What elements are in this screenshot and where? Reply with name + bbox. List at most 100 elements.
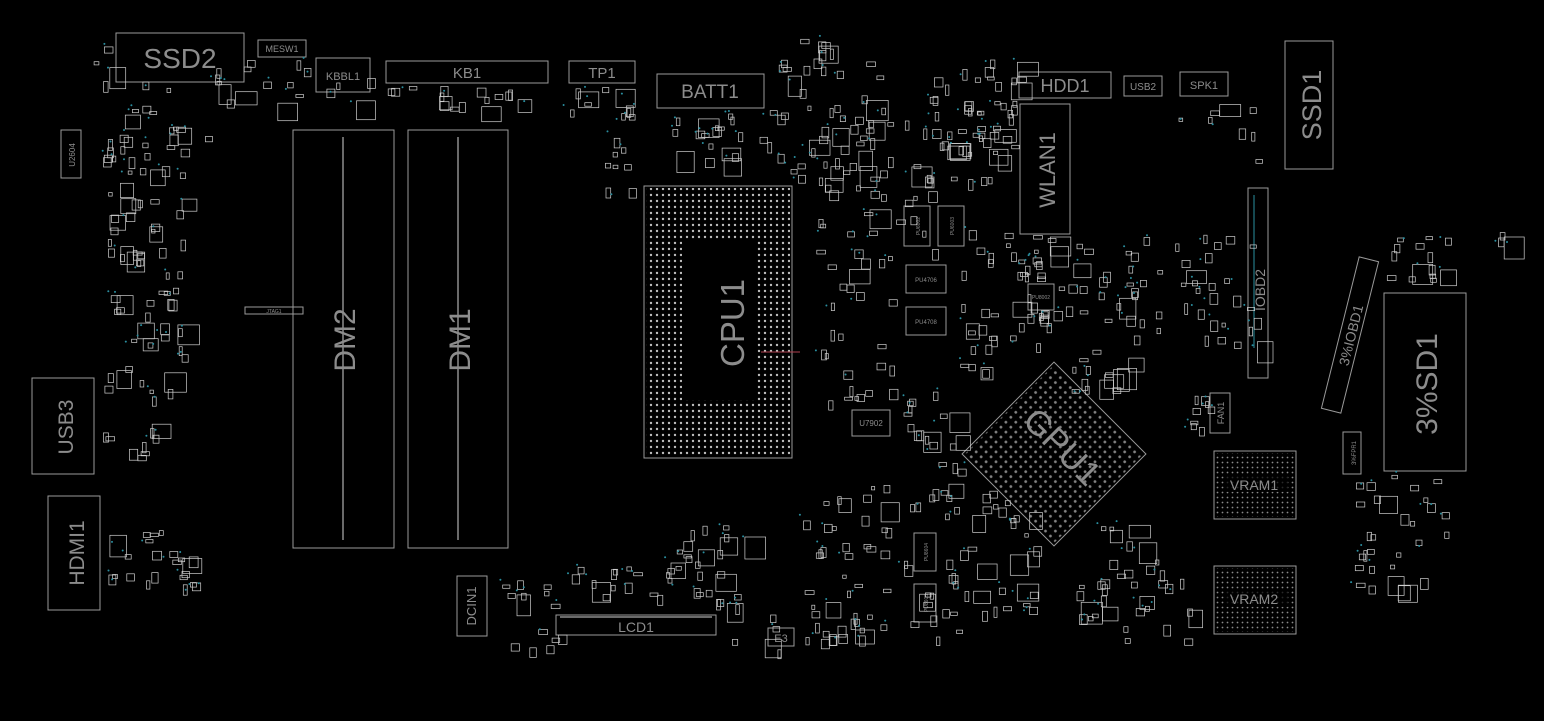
ic-package [818, 45, 839, 64]
smd-part [612, 151, 618, 158]
smd-part [908, 405, 913, 414]
via [1141, 604, 1144, 607]
smd-part [989, 335, 997, 341]
dimm-slot-dm1[interactable]: DM1 [407, 129, 509, 549]
smd-part [738, 132, 744, 143]
smd-part [876, 362, 887, 371]
smd-part [169, 134, 179, 147]
smd-part [612, 568, 619, 576]
connector-fan1[interactable]: FAN1 [1209, 392, 1231, 434]
via [725, 154, 728, 157]
gpu1-package[interactable] [961, 361, 1147, 547]
via [1439, 512, 1442, 515]
smd-part [145, 539, 154, 544]
header-jtag[interactable]: JTAG1 [244, 306, 304, 315]
slot-sd1[interactable]: 3%SD1 [1383, 292, 1467, 472]
smd-part [543, 584, 552, 590]
mosfet-pu8605[interactable]: PU8605 [913, 583, 937, 623]
mosfet-pu4706[interactable]: PU4706 [905, 264, 947, 294]
connector-lcd1[interactable]: LCD1 [555, 614, 717, 636]
cpu1-label: CPU1 [714, 279, 751, 367]
smd-part [158, 530, 164, 536]
via [141, 539, 144, 542]
smd-part [1370, 534, 1377, 541]
pu8605-label: PU8605 [924, 594, 930, 612]
mosfet-pu8604[interactable]: PU8604 [913, 532, 937, 572]
smd-part [621, 113, 626, 121]
smd-part [1132, 291, 1138, 301]
smd-part [575, 88, 581, 100]
ic-package [1016, 583, 1040, 602]
smd-part [1247, 307, 1256, 311]
smd-part [1079, 614, 1088, 625]
via [153, 395, 156, 398]
ic-package [868, 121, 886, 141]
via [562, 104, 565, 106]
mosfet-pu6002[interactable]: PU6002 [903, 205, 931, 247]
smd-part [889, 388, 899, 401]
vram1-chip[interactable]: VRAM1 [1213, 450, 1297, 520]
connector-hdmi1[interactable]: HDMI1 [47, 495, 101, 611]
smd-part [697, 571, 703, 581]
via [673, 116, 676, 119]
ic-package [591, 582, 611, 603]
smd-part [1004, 232, 1014, 240]
connector-spk1[interactable]: SPK1 [1179, 71, 1229, 97]
smd-part [142, 442, 147, 454]
ic-package [989, 148, 1009, 166]
chip-u2604[interactable]: U2604 [60, 129, 82, 179]
connector-ssd1[interactable]: SSD1 [1284, 40, 1334, 170]
connector-ssd2[interactable]: SSD2 [115, 32, 245, 83]
connector-iobd2[interactable]: IOBD2 [1247, 187, 1269, 379]
connector-usb2[interactable]: USB2 [1123, 75, 1163, 97]
smd-part [1010, 518, 1017, 529]
smd-part [867, 614, 873, 620]
smd-part [842, 574, 847, 579]
connector-hdd1[interactable]: HDD1 [1018, 71, 1112, 99]
connector-dcin1[interactable]: DCIN1 [456, 575, 488, 637]
via [1430, 503, 1433, 506]
smd-part [178, 328, 183, 338]
smd-part [657, 594, 664, 606]
jtag-label: JTAG1 [266, 309, 281, 315]
via [959, 357, 961, 360]
smd-part [517, 580, 524, 590]
smd-part [1124, 638, 1131, 644]
mosfet-pu4708[interactable]: PU4708 [905, 306, 947, 336]
connector-batt1[interactable]: BATT1 [656, 73, 765, 109]
connector-fpr1[interactable]: 3%FPR1 [1342, 431, 1362, 475]
mosfet-pu6003[interactable]: PU6003 [937, 205, 965, 247]
smd-part [1143, 237, 1151, 246]
pu4708-label: PU4708 [915, 320, 937, 326]
connector-kb1[interactable]: KB1 [385, 60, 549, 84]
tp1-label: TP1 [588, 65, 616, 82]
via [168, 292, 171, 295]
smd-part [708, 143, 714, 150]
dimm-slot-dm2[interactable]: DM2 [292, 129, 395, 549]
smd-part [151, 223, 161, 232]
via [1199, 237, 1202, 240]
via [964, 226, 967, 228]
via [838, 551, 841, 554]
pu8002-label: PU8002 [1032, 295, 1050, 301]
vram2-chip[interactable]: VRAM2 [1213, 565, 1297, 635]
connector-iobd1[interactable]: 3%IOBD1 [1320, 256, 1380, 414]
smd-part [458, 102, 466, 113]
smd-part [982, 506, 993, 515]
slot-wlan1[interactable]: WLAN1 [1019, 103, 1071, 235]
smd-part [938, 462, 947, 467]
via [122, 214, 125, 217]
smd-part [1163, 624, 1171, 637]
chip-u7902[interactable]: U7902 [851, 409, 891, 437]
switch-mesw1[interactable]: MESW1 [257, 39, 307, 58]
smd-part [820, 638, 830, 650]
via [1079, 390, 1081, 393]
smd-part [1420, 578, 1429, 590]
connector-kbbl1[interactable]: KBBL1 [315, 57, 371, 93]
connector-tp1[interactable]: TP1 [568, 60, 636, 84]
cpu1-socket[interactable]: CPU1 [643, 185, 800, 459]
via [816, 157, 819, 160]
smd-part [838, 634, 848, 644]
connector-usb3[interactable]: USB3 [31, 377, 95, 475]
smd-part [830, 329, 835, 342]
